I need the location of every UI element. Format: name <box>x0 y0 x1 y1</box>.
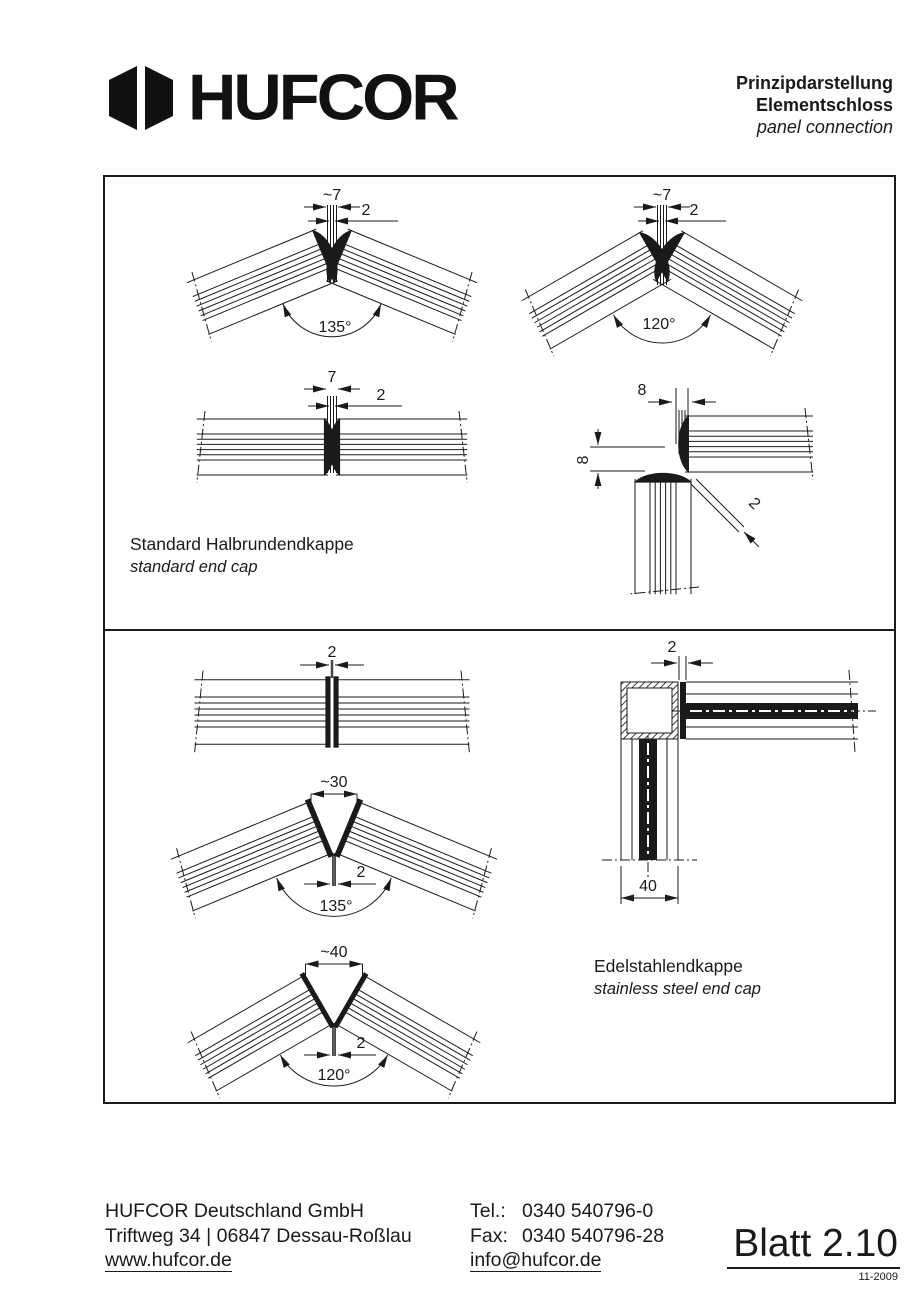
dim-horizontal-8: 8 <box>638 382 716 444</box>
dim-angle: 120° <box>280 1055 387 1086</box>
dim-diagonal-2: 2 <box>691 479 763 547</box>
dim-label: 2 <box>328 644 337 661</box>
dim-label: 40 <box>639 878 657 895</box>
dim-label: ~40 <box>320 944 347 961</box>
joint-gap-lines <box>679 410 685 454</box>
dim-label: 2 <box>745 495 763 513</box>
dim-gap: 2 <box>304 864 376 888</box>
stainless-label-de: Edelstahlendkappe <box>594 956 743 976</box>
dim-label: 2 <box>362 202 371 219</box>
dim-width: 7 <box>304 369 360 393</box>
dim-vertical-8: 8 <box>575 429 665 489</box>
drawing-straight-standard: 7 2 <box>196 369 468 484</box>
drawing-135-stainless: ~30 2 135° <box>167 774 501 919</box>
title-line-3: panel connection <box>756 117 893 137</box>
fax-label: Fax: <box>470 1224 508 1247</box>
sheet-number: Blatt 2.10 <box>727 1224 900 1269</box>
stainless-label-en: stainless steel end cap <box>594 980 761 998</box>
title-line-2: Elementschloss <box>755 95 893 115</box>
dim-label: 7 <box>328 369 337 386</box>
dim-width: ~7 <box>304 187 360 211</box>
title-line-1: Prinzipdarstellung <box>735 73 893 93</box>
dim-label: ~7 <box>323 187 341 204</box>
drawing-frame: ~7 2 135° ~7 2 <box>103 175 896 1104</box>
dim-gap: 2 <box>651 639 713 680</box>
tel-value: 0340 540796-0 <box>522 1200 654 1222</box>
panel <box>193 670 332 754</box>
revision-date: 11-2009 <box>858 1271 898 1283</box>
dim-width: ~40 <box>306 944 363 977</box>
panel <box>517 223 678 357</box>
sheet-title-block: Prinzipdarstellung Elementschloss panel … <box>736 72 893 138</box>
dim-width: ~30 <box>311 774 357 805</box>
sheet-number-block: Blatt 2.10 11-2009 <box>727 1224 900 1283</box>
dim-label: 2 <box>357 1035 366 1052</box>
dim-angle: 135° <box>283 304 381 337</box>
dim-gap: 2 <box>308 387 402 410</box>
dim-label: 2 <box>377 387 386 404</box>
dim-label: 8 <box>638 382 647 399</box>
dim-angle: 120° <box>614 315 711 343</box>
panel <box>331 793 501 919</box>
technical-drawings: ~7 2 135° ~7 2 <box>105 187 894 1099</box>
tel-label: Tel.: <box>470 1200 506 1222</box>
company-name: HUFCOR Deutschland GmbH <box>105 1200 364 1222</box>
dim-label: ~7 <box>653 187 671 204</box>
drawing-corner-standard: 8 8 2 <box>575 382 814 595</box>
dim-angle: 135° <box>277 878 392 916</box>
dim-width-40: 40 <box>621 866 678 904</box>
drawing-120-standard: ~7 2 120° <box>517 187 807 357</box>
hufcor-logo: HUFCOR <box>103 61 460 134</box>
panel <box>183 967 338 1099</box>
standard-label-de: Standard Halbrundendkappe <box>130 534 354 554</box>
panel <box>330 967 485 1099</box>
panel <box>626 472 700 595</box>
joint-gap-lines <box>331 660 332 678</box>
dim-label: 8 <box>575 455 592 464</box>
standard-label-en: standard end cap <box>130 558 258 576</box>
panel <box>678 407 814 481</box>
fax-value: 0340 540796-28 <box>522 1224 665 1247</box>
angle-label: 135° <box>319 898 352 915</box>
angle-label: 120° <box>642 316 675 333</box>
panel <box>167 793 337 919</box>
dim-gap: 2 <box>308 202 398 225</box>
drawing-straight-stainless: 2 <box>193 644 471 754</box>
dim-width: ~7 <box>634 187 690 211</box>
dim-gap: 2 <box>638 202 726 225</box>
logo-wordmark: HUFCOR <box>188 61 460 134</box>
angle-label: 120° <box>317 1067 350 1084</box>
angle-label: 135° <box>318 319 351 336</box>
website-link[interactable]: www.hufcor.de <box>105 1249 232 1272</box>
dim-label: 2 <box>668 639 677 656</box>
vertical-panel <box>602 739 697 860</box>
panel <box>196 410 335 484</box>
company-address: Triftweg 34 | 06847 Dessau-Roßlau <box>105 1224 412 1247</box>
joint-gap-lines <box>333 853 336 886</box>
hufcor-panels-icon <box>109 65 173 130</box>
footer-company-block: HUFCOR Deutschland GmbH Triftweg 34 | 06… <box>105 1199 412 1273</box>
email-link[interactable]: info@hufcor.de <box>470 1249 602 1272</box>
dim-gap: 2 <box>300 644 364 669</box>
joint-gap-lines <box>333 1023 336 1056</box>
drawing-135-standard: ~7 2 135° <box>183 187 481 343</box>
dim-label: ~30 <box>320 774 347 791</box>
panel <box>332 670 471 754</box>
drawing-120-stainless: ~40 2 120° <box>183 944 485 1099</box>
panel <box>329 410 468 484</box>
dim-gap: 2 <box>304 1035 376 1059</box>
panel <box>646 223 807 357</box>
dim-label: 2 <box>357 864 366 881</box>
drawing-corner-stainless: 2 40 <box>602 639 876 904</box>
horizontal-panel <box>680 670 858 752</box>
dim-label: 2 <box>690 202 699 219</box>
footer-contact-block: Tel.: 0340 540796-0 Fax: 0340 540796-28 … <box>470 1199 664 1273</box>
